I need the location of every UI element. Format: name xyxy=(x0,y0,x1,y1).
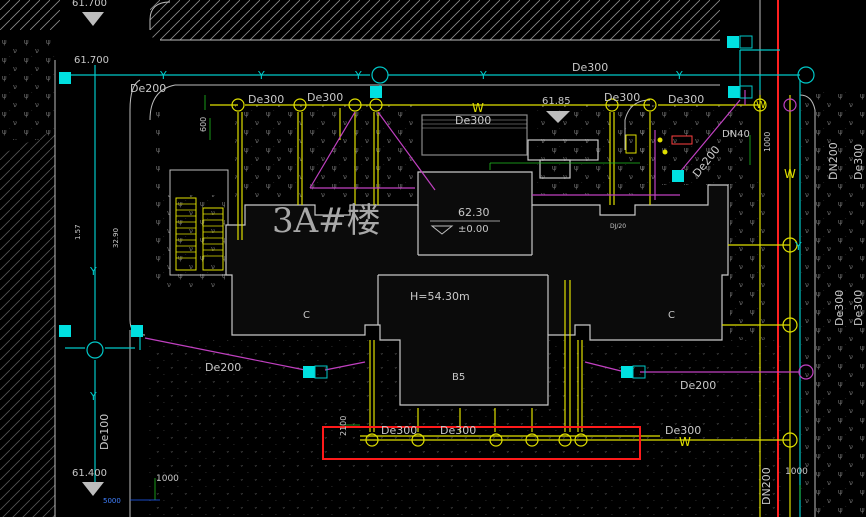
dim-1000-bottom: 1000 xyxy=(156,474,179,484)
w-mark: W xyxy=(756,100,766,111)
dn200-bottom: DN200 xyxy=(760,467,773,505)
manholes xyxy=(231,98,798,448)
dim-5000: 5000 xyxy=(103,497,121,505)
de300-top-main: De300 xyxy=(572,61,608,74)
y-mark: Y xyxy=(794,240,802,253)
green-leaders xyxy=(130,95,801,501)
dn40-label: DN40 xyxy=(722,129,750,140)
de300-bottom-b: De300 xyxy=(440,424,476,437)
de300-e: De300 xyxy=(668,93,704,106)
y-mark: Y xyxy=(257,69,265,82)
height-label: H=54.30m xyxy=(410,290,470,303)
y-mark: Y xyxy=(159,69,167,82)
water-main xyxy=(65,49,801,517)
de100-label: De100 xyxy=(98,414,111,450)
de300-c: De300 xyxy=(455,114,491,127)
de300-bottom-c: De300 xyxy=(665,424,701,437)
building-outline xyxy=(225,114,729,406)
w-mark: W xyxy=(679,435,691,449)
de300-right-c: De300 xyxy=(852,290,865,326)
elev-mid-label: 61.85 xyxy=(542,96,571,107)
de200-left: De200 xyxy=(205,361,241,374)
y-mark: Y xyxy=(89,265,97,278)
selection-box[interactable] xyxy=(322,426,641,460)
de200-top-left: De200 xyxy=(130,82,166,95)
building-name-label: 3A#楼 xyxy=(272,201,381,241)
floor-level-top: 62.30 xyxy=(458,206,490,219)
de300-d: De300 xyxy=(604,91,640,104)
small-symbols xyxy=(625,134,693,155)
floor-level-bottom: ±0.00 xyxy=(458,224,489,235)
zone-b5: B5 xyxy=(452,372,465,383)
de200-right: De200 xyxy=(680,379,716,392)
dn200-right: DN200 xyxy=(827,142,840,180)
sewer-nodes xyxy=(783,98,814,380)
y-mark: Y xyxy=(479,69,487,82)
zone-c-right: C xyxy=(668,310,675,321)
water-nodes xyxy=(86,66,815,359)
de300-b: De300 xyxy=(307,91,343,104)
de300-right-b: De300 xyxy=(833,290,846,326)
de300-right-a: De300 xyxy=(852,144,865,180)
y-mark: Y xyxy=(89,390,97,403)
y-mark: Y xyxy=(354,69,362,82)
elevation-markers xyxy=(82,12,570,496)
road-hatch-top xyxy=(0,0,720,517)
w-mark: W xyxy=(472,101,484,115)
elev-bottom-label: 61.400 xyxy=(72,468,107,479)
de300-a: De300 xyxy=(248,93,284,106)
dim-1000-right: 1000 xyxy=(763,132,772,152)
w-mark: W xyxy=(784,167,796,181)
valve-markers xyxy=(59,35,753,379)
dim-600: 600 xyxy=(199,117,208,132)
elev-top-main-label: 61.700 xyxy=(74,55,109,66)
grille xyxy=(422,119,527,129)
elev-top-label: 61.700 xyxy=(72,0,107,9)
room-label: DJ/20 xyxy=(610,223,626,230)
zone-c-left: C xyxy=(303,310,310,321)
y-mark: Y xyxy=(675,69,683,82)
dim-157: 1.57 xyxy=(74,224,82,240)
dim-2100: 2100 xyxy=(339,416,348,436)
grass-areas xyxy=(0,40,866,517)
de300-bottom-a: De300 xyxy=(381,424,417,437)
dim-1000-bottom-right: 1000 xyxy=(785,467,808,477)
stair xyxy=(169,169,229,276)
drain-lines xyxy=(210,95,791,517)
dim-3290: 32.90 xyxy=(112,228,120,248)
